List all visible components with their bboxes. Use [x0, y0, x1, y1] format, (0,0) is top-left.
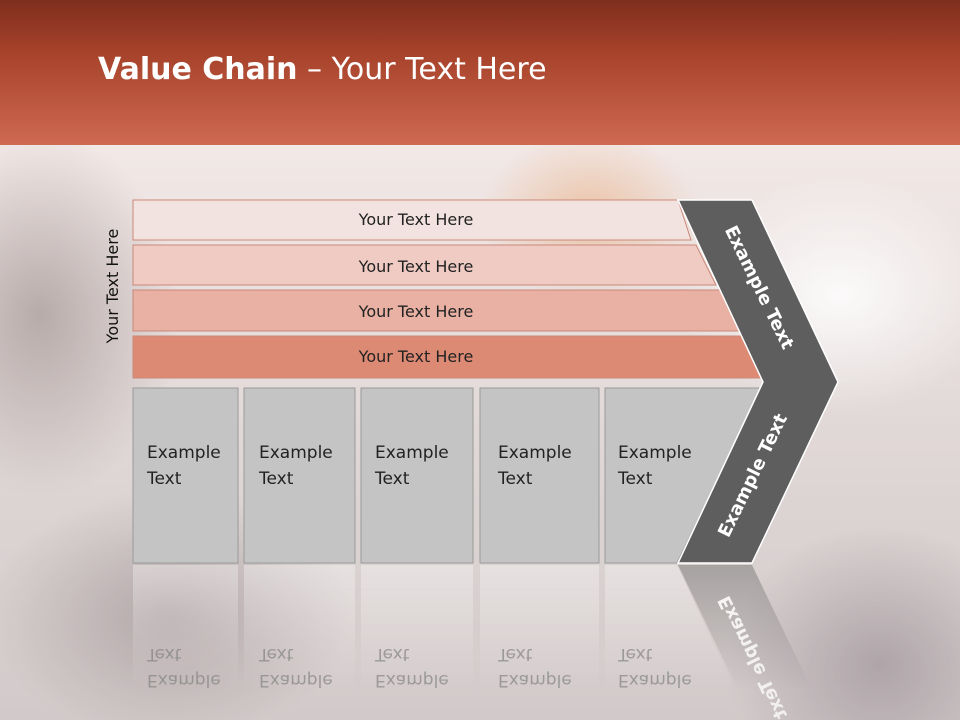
cell-5-line1: Example — [618, 443, 692, 463]
cell-4-line1: Example — [498, 443, 572, 463]
slide-title-bold: Value Chain — [98, 52, 298, 87]
diagram-reflection: Example Text Example Text Example Text E… — [133, 565, 812, 720]
bar-2-label: Your Text Here — [358, 257, 474, 276]
reflection-cell-3-line2: Text — [374, 644, 410, 664]
reflection-cell-4-line1: Example — [498, 670, 572, 690]
reflection-cell-4 — [480, 565, 599, 690]
reflection-cell-4-line2: Text — [497, 644, 533, 664]
cell-3-line2: Text — [374, 469, 410, 489]
reflection-cell-5-line2: Text — [617, 644, 653, 664]
cell-2-line1: Example — [259, 443, 333, 463]
reflection-cell-1 — [133, 565, 238, 690]
reflection-cell-5-line1: Example — [618, 670, 692, 690]
cell-5-line2: Text — [617, 469, 653, 489]
slide-title-rest: – Your Text Here — [297, 52, 547, 87]
bar-2 — [132, 244, 717, 286]
reflection-cell-2-line1: Example — [259, 670, 333, 690]
reflection-cell-1-line1: Example — [147, 670, 221, 690]
cell-1-line2: Text — [146, 469, 182, 489]
bar-1 — [132, 199, 692, 241]
cell-4 — [479, 387, 600, 564]
reflection-cell-2-line2: Text — [258, 644, 294, 664]
reflection-chevron — [678, 565, 812, 690]
chevron-arrow — [676, 199, 839, 564]
reflection-cell-5 — [605, 565, 735, 690]
title-banner — [0, 0, 960, 145]
cell-2 — [243, 387, 356, 564]
cell-2-line2: Text — [258, 469, 294, 489]
bar-3-label: Your Text Here — [358, 302, 474, 321]
bar-1-label: Your Text Here — [358, 210, 474, 229]
cell-4-line2: Text — [497, 469, 533, 489]
slide-title: Value Chain – Your Text Here — [98, 52, 547, 87]
reflection-cell-2 — [244, 565, 355, 690]
cell-5 — [604, 387, 763, 564]
bar-4-label: Your Text Here — [358, 347, 474, 366]
cell-3 — [360, 387, 474, 564]
cell-1-line1: Example — [147, 443, 221, 463]
cell-3-line1: Example — [375, 443, 449, 463]
reflection-cell-3-line1: Example — [375, 670, 449, 690]
reflection-cell-3 — [361, 565, 473, 690]
cell-1 — [132, 387, 239, 564]
reflection-cell-1-line2: Text — [146, 644, 182, 664]
